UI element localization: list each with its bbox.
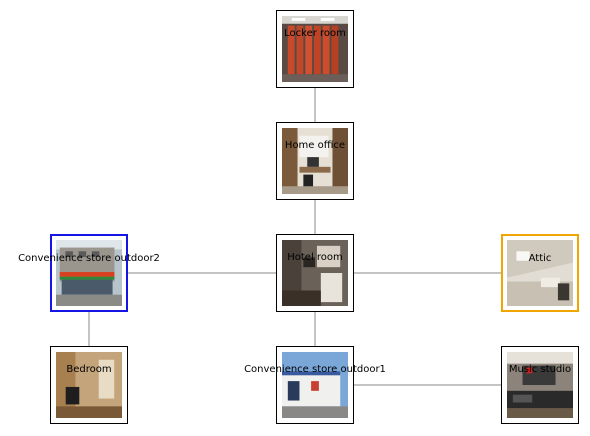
locker-room-thumbnail	[282, 16, 348, 82]
hotel-room-thumbnail	[282, 240, 348, 306]
node-label: Bedroom	[66, 364, 112, 375]
node-label: Home office	[284, 140, 346, 151]
node-bedroom[interactable]: Bedroom	[50, 346, 128, 424]
node-label: Convenience store outdoor2	[18, 253, 160, 264]
convenience-store-outdoor1-thumbnail	[282, 352, 348, 418]
music-studio-thumbnail	[507, 352, 573, 418]
home-office-thumbnail	[282, 128, 348, 194]
node-convenience-store-outdoor1[interactable]: Convenience store outdoor1	[244, 346, 386, 424]
node-attic[interactable]: Attic	[501, 234, 579, 312]
node-label: Music studio	[508, 364, 572, 375]
node-home-office[interactable]: Home office	[276, 122, 354, 200]
convenience-store-outdoor2-thumbnail	[56, 240, 122, 306]
node-hotel-room[interactable]: Hotel room	[276, 234, 354, 312]
node-music-studio[interactable]: Music studio	[501, 346, 579, 424]
node-convenience-store-outdoor2[interactable]: Convenience store outdoor2	[18, 234, 160, 312]
attic-thumbnail	[507, 240, 573, 306]
node-locker-room[interactable]: Locker room	[276, 10, 354, 88]
node-label: Attic	[528, 253, 552, 264]
node-label: Convenience store outdoor1	[244, 364, 386, 375]
node-label: Hotel room	[287, 252, 343, 263]
node-label: Locker room	[284, 28, 346, 39]
bedroom-thumbnail	[56, 352, 122, 418]
